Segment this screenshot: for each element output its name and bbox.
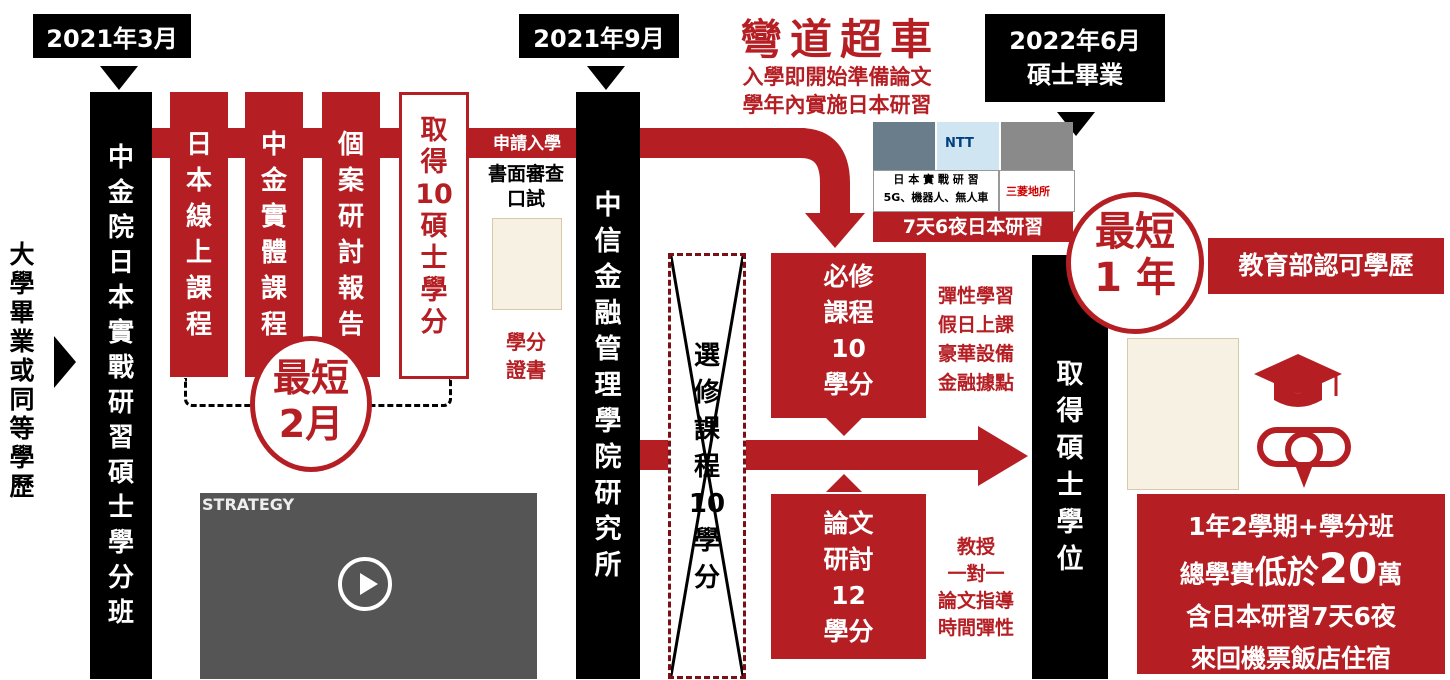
required-notes: 彈性學習假日上課豪華設備金融據點 <box>937 285 1014 394</box>
cost-info-box: 1年2學期+學分班 總學費低於20萬 含日本研習7天6夜 來回機票飯店住宿 <box>1137 494 1445 674</box>
thesis-arrow-up <box>826 474 862 492</box>
certificate-label: 學分證書 <box>506 330 546 382</box>
course-online-japan: 日本線上課程 <box>170 92 228 377</box>
program2-bar: 中信金融管理學院研究所 <box>576 92 640 679</box>
program1-bar: 中金院日本實戰研習碩士學分班 <box>90 92 152 679</box>
date-pointer-1 <box>100 66 138 90</box>
video-thumbnail[interactable]: STRATEGY <box>200 493 537 679</box>
date-pointer-2 <box>587 66 625 90</box>
graduation-cap-icon <box>1254 354 1342 407</box>
date-tag-2021-03: 2021年3月 <box>33 14 191 58</box>
date-tag-2021-09: 2021年9月 <box>519 14 679 58</box>
japan-trip-caption: 7天6夜日本研習 <box>873 212 1073 242</box>
date-tag-2022-06: 2022年6月碩士畢業 <box>985 14 1165 102</box>
diploma-scroll-icon <box>1257 427 1351 488</box>
japan-photo-bank <box>1001 122 1073 170</box>
play-icon[interactable] <box>338 557 392 611</box>
apply-tag: 申請入學 <box>493 134 561 154</box>
japan-photo-group <box>873 122 935 170</box>
headline-subtitle: 入學即開始準備論文學年內實施日本研習 <box>742 65 932 117</box>
degree-bar: 取得碩士學位 <box>1032 255 1108 679</box>
thesis-notes: 教授一對一論文指導時間彈性 <box>937 536 1014 639</box>
japan-photo-ntt: NTT <box>937 122 999 170</box>
flow-curve-arrow <box>640 128 865 248</box>
apply-requirements: 書面審查口試 <box>487 163 564 210</box>
course-onsite: 中金實體課程 <box>245 92 303 377</box>
headline-title: 彎道超車 <box>739 15 940 64</box>
japan-photo-mitsubishi: 三菱地所 <box>999 170 1075 212</box>
certificate-thumbnail <box>492 218 562 310</box>
entry-arrow <box>54 336 76 388</box>
entry-requirement: 大學畢業或同等學歷 <box>9 239 35 501</box>
diploma-thumbnail <box>1127 338 1239 490</box>
video-banner: STRATEGY <box>202 495 295 514</box>
required-arrow-down <box>826 418 862 436</box>
moe-recognized: 教育部認可學歷 <box>1208 238 1444 294</box>
flow-arrowhead <box>978 426 1028 486</box>
course-case-study: 個案研討報告 <box>322 92 380 377</box>
